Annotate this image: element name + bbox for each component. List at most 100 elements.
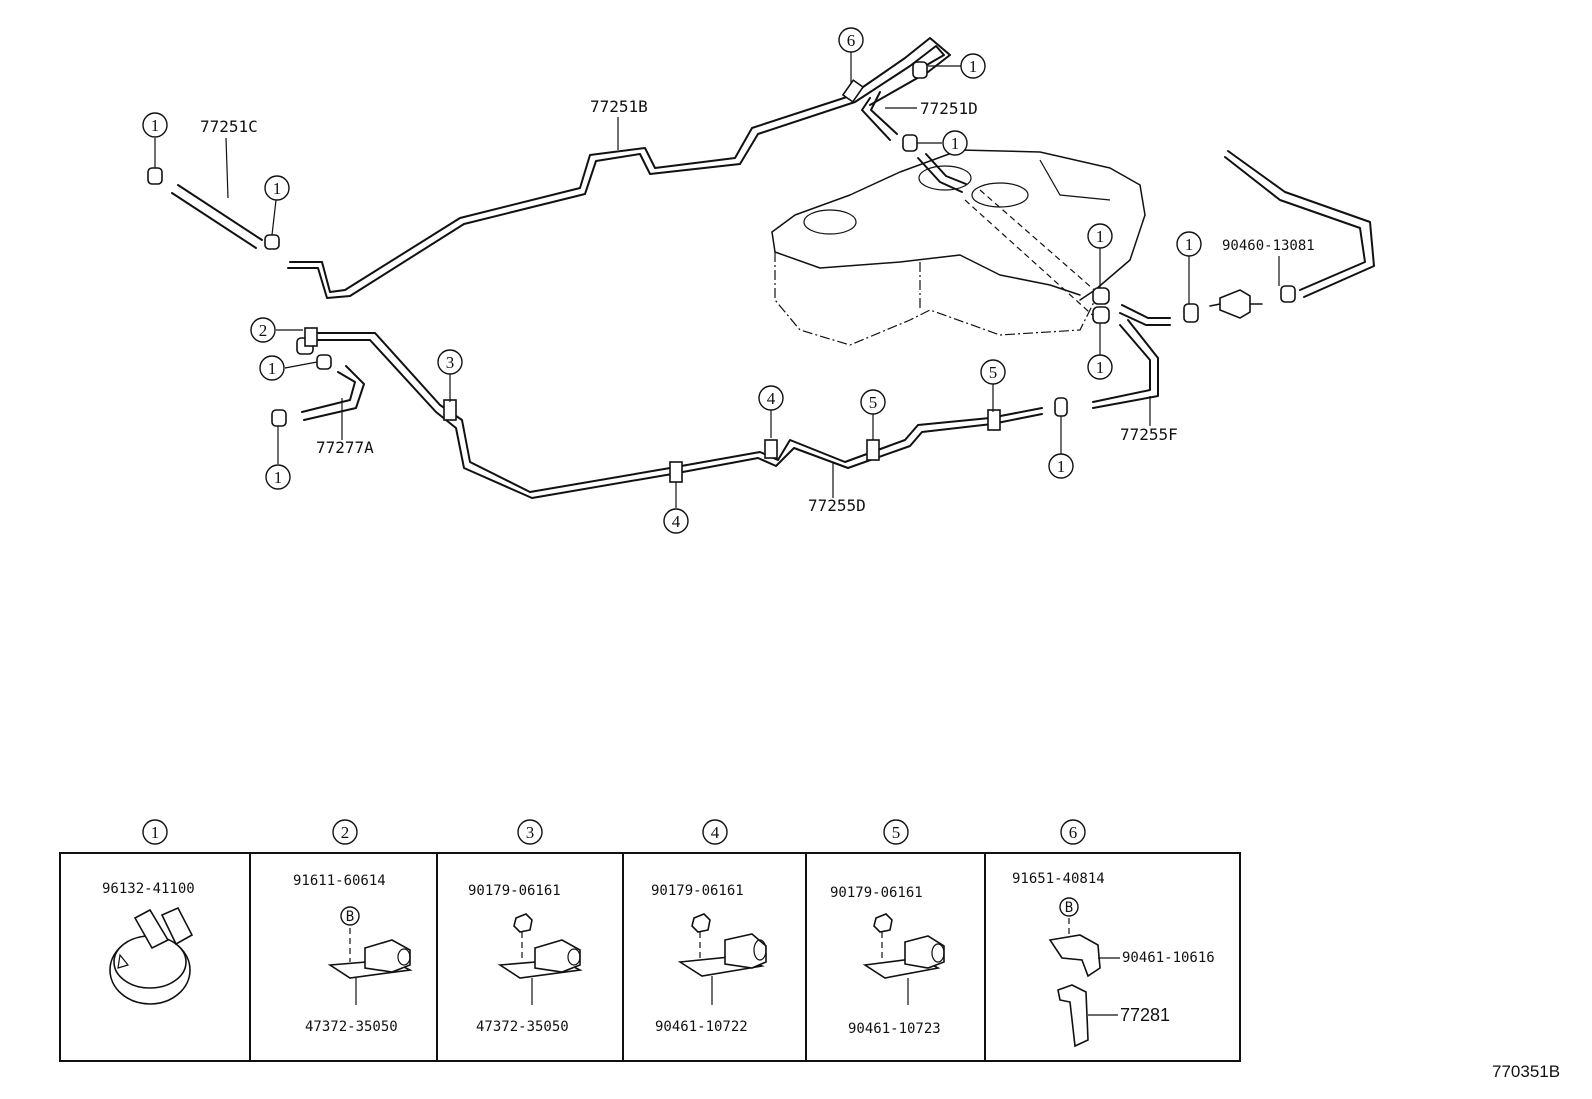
callout-1: 1 <box>259 355 285 381</box>
vapor-valve <box>1209 289 1263 319</box>
leader-lines <box>154 52 1280 508</box>
svg-text:B: B <box>346 909 354 925</box>
bolt-b-icon: B <box>1059 897 1079 917</box>
callout-1: 1 <box>1048 453 1074 479</box>
clamp-bracket-icon <box>1048 934 1101 978</box>
svg-text:1: 1 <box>151 116 160 135</box>
svg-text:6: 6 <box>1069 823 1078 842</box>
label-90179-06161: 90179-06161 <box>468 883 561 899</box>
svg-text:1: 1 <box>969 57 978 76</box>
hose-77277A <box>301 365 365 421</box>
nut-icon <box>691 913 711 933</box>
callout-2: 2 <box>250 317 276 343</box>
callout-1: 1 <box>264 175 290 201</box>
svg-text:4: 4 <box>711 823 720 842</box>
bolt-b-icon: B <box>340 906 360 926</box>
label-47372-35050: 47372-35050 <box>305 1019 398 1035</box>
nut-icon <box>513 913 533 933</box>
svg-text:1: 1 <box>1057 457 1066 476</box>
detail-box-frame <box>59 852 1241 1062</box>
svg-text:5: 5 <box>869 393 878 412</box>
callout-1: 1 <box>960 53 986 79</box>
detail-box-4: 90179-06161 90461-10722 <box>651 883 767 1035</box>
svg-text:3: 3 <box>446 353 455 372</box>
detail-box-1: 96132-41100 <box>102 881 195 1005</box>
pipe-clamp-bracket-icon <box>497 939 583 979</box>
pipe-clamp-bracket-icon <box>677 933 767 977</box>
callout-1: 1 <box>1087 354 1113 380</box>
label-77251D: 77251D <box>920 99 978 118</box>
pipe-clamp-bracket-icon <box>327 939 413 979</box>
label-90461-10723: 90461-10723 <box>848 1021 941 1037</box>
l-bracket-icon <box>1057 984 1089 1048</box>
hose-short-right <box>1119 304 1171 326</box>
svg-text:4: 4 <box>672 512 681 531</box>
detail-box-3: 90179-06161 47372-35050 <box>468 883 583 1035</box>
hose-long-right <box>1224 150 1375 298</box>
hose-77251D <box>861 91 898 141</box>
pipe-77251B <box>287 37 951 299</box>
svg-text:B: B <box>1065 900 1073 916</box>
svg-text:1: 1 <box>151 823 160 842</box>
detail-callout-4: 4 <box>702 819 728 845</box>
label-77251B: 77251B <box>590 97 648 116</box>
hose-tank-neck <box>917 153 967 193</box>
svg-text:5: 5 <box>892 823 901 842</box>
svg-text:1: 1 <box>268 359 277 378</box>
pipe-clamp-bracket-icon <box>862 935 945 979</box>
svg-text:1: 1 <box>951 134 960 153</box>
label-77277A: 77277A <box>316 438 374 457</box>
svg-text:2: 2 <box>259 321 268 340</box>
detail-box-6: 91651-40814 B 90461-10616 77281 <box>1012 871 1215 1048</box>
label-90179-06161: 90179-06161 <box>830 885 923 901</box>
label-77281: 77281 <box>1120 1005 1170 1025</box>
label-77251C: 77251C <box>200 117 258 136</box>
svg-text:3: 3 <box>526 823 535 842</box>
clamps <box>147 61 1296 427</box>
callout-5: 5 <box>980 359 1006 385</box>
svg-text:2: 2 <box>341 823 350 842</box>
label-90461-10722: 90461-10722 <box>655 1019 748 1035</box>
svg-text:1: 1 <box>1185 235 1194 254</box>
label-91651-40814: 91651-40814 <box>1012 871 1105 887</box>
svg-text:1: 1 <box>273 179 282 198</box>
fuel-tank <box>771 149 1146 346</box>
callout-1: 1 <box>1087 223 1113 249</box>
detail-callout-5: 5 <box>883 819 909 845</box>
detail-callout-3: 3 <box>517 819 543 845</box>
label-90460-13081: 90460-13081 <box>1222 238 1315 254</box>
svg-text:1: 1 <box>1096 227 1105 246</box>
callout-1: 1 <box>265 464 291 490</box>
hose-clamp-icon <box>109 906 194 1005</box>
label-77255F: 77255F <box>1120 425 1178 444</box>
nut-icon <box>873 913 893 933</box>
detail-callout-6: 6 <box>1060 819 1086 845</box>
figure-reference-code: 770351B <box>1492 1062 1560 1081</box>
svg-text:5: 5 <box>989 363 998 382</box>
svg-text:1: 1 <box>274 468 283 487</box>
hose-77255F <box>1092 319 1159 409</box>
pipe-brackets <box>304 79 1001 483</box>
callout-1: 1 <box>1176 231 1202 257</box>
detail-callout-1: 1 <box>142 819 168 845</box>
callout-4: 4 <box>663 508 689 534</box>
callout-6: 6 <box>838 27 864 53</box>
hose-77251C <box>171 184 263 249</box>
callout-3: 3 <box>437 349 463 375</box>
part-labels: 77251C 77251B 77251D 77277A 77255D 77255… <box>200 97 1315 515</box>
label-90461-10616: 90461-10616 <box>1122 950 1215 966</box>
callout-4: 4 <box>758 385 784 411</box>
detail-callout-2: 2 <box>332 819 358 845</box>
svg-text:1: 1 <box>1096 358 1105 377</box>
callout-5: 5 <box>860 389 886 415</box>
label-96132-41100: 96132-41100 <box>102 881 195 897</box>
svg-text:4: 4 <box>767 389 776 408</box>
label-47372-35050: 47372-35050 <box>476 1019 569 1035</box>
label-90179-06161: 90179-06161 <box>651 883 744 899</box>
detail-box-5: 90179-06161 90461-10723 <box>830 885 945 1037</box>
callouts-main: 1 1 6 1 1 2 1 1 3 4 4 5 5 1 1 1 1 <box>142 27 1202 534</box>
label-77255D: 77255D <box>808 496 866 515</box>
detail-box-2: 91611-60614 B 47372-35050 <box>293 873 413 1035</box>
svg-text:6: 6 <box>847 31 856 50</box>
